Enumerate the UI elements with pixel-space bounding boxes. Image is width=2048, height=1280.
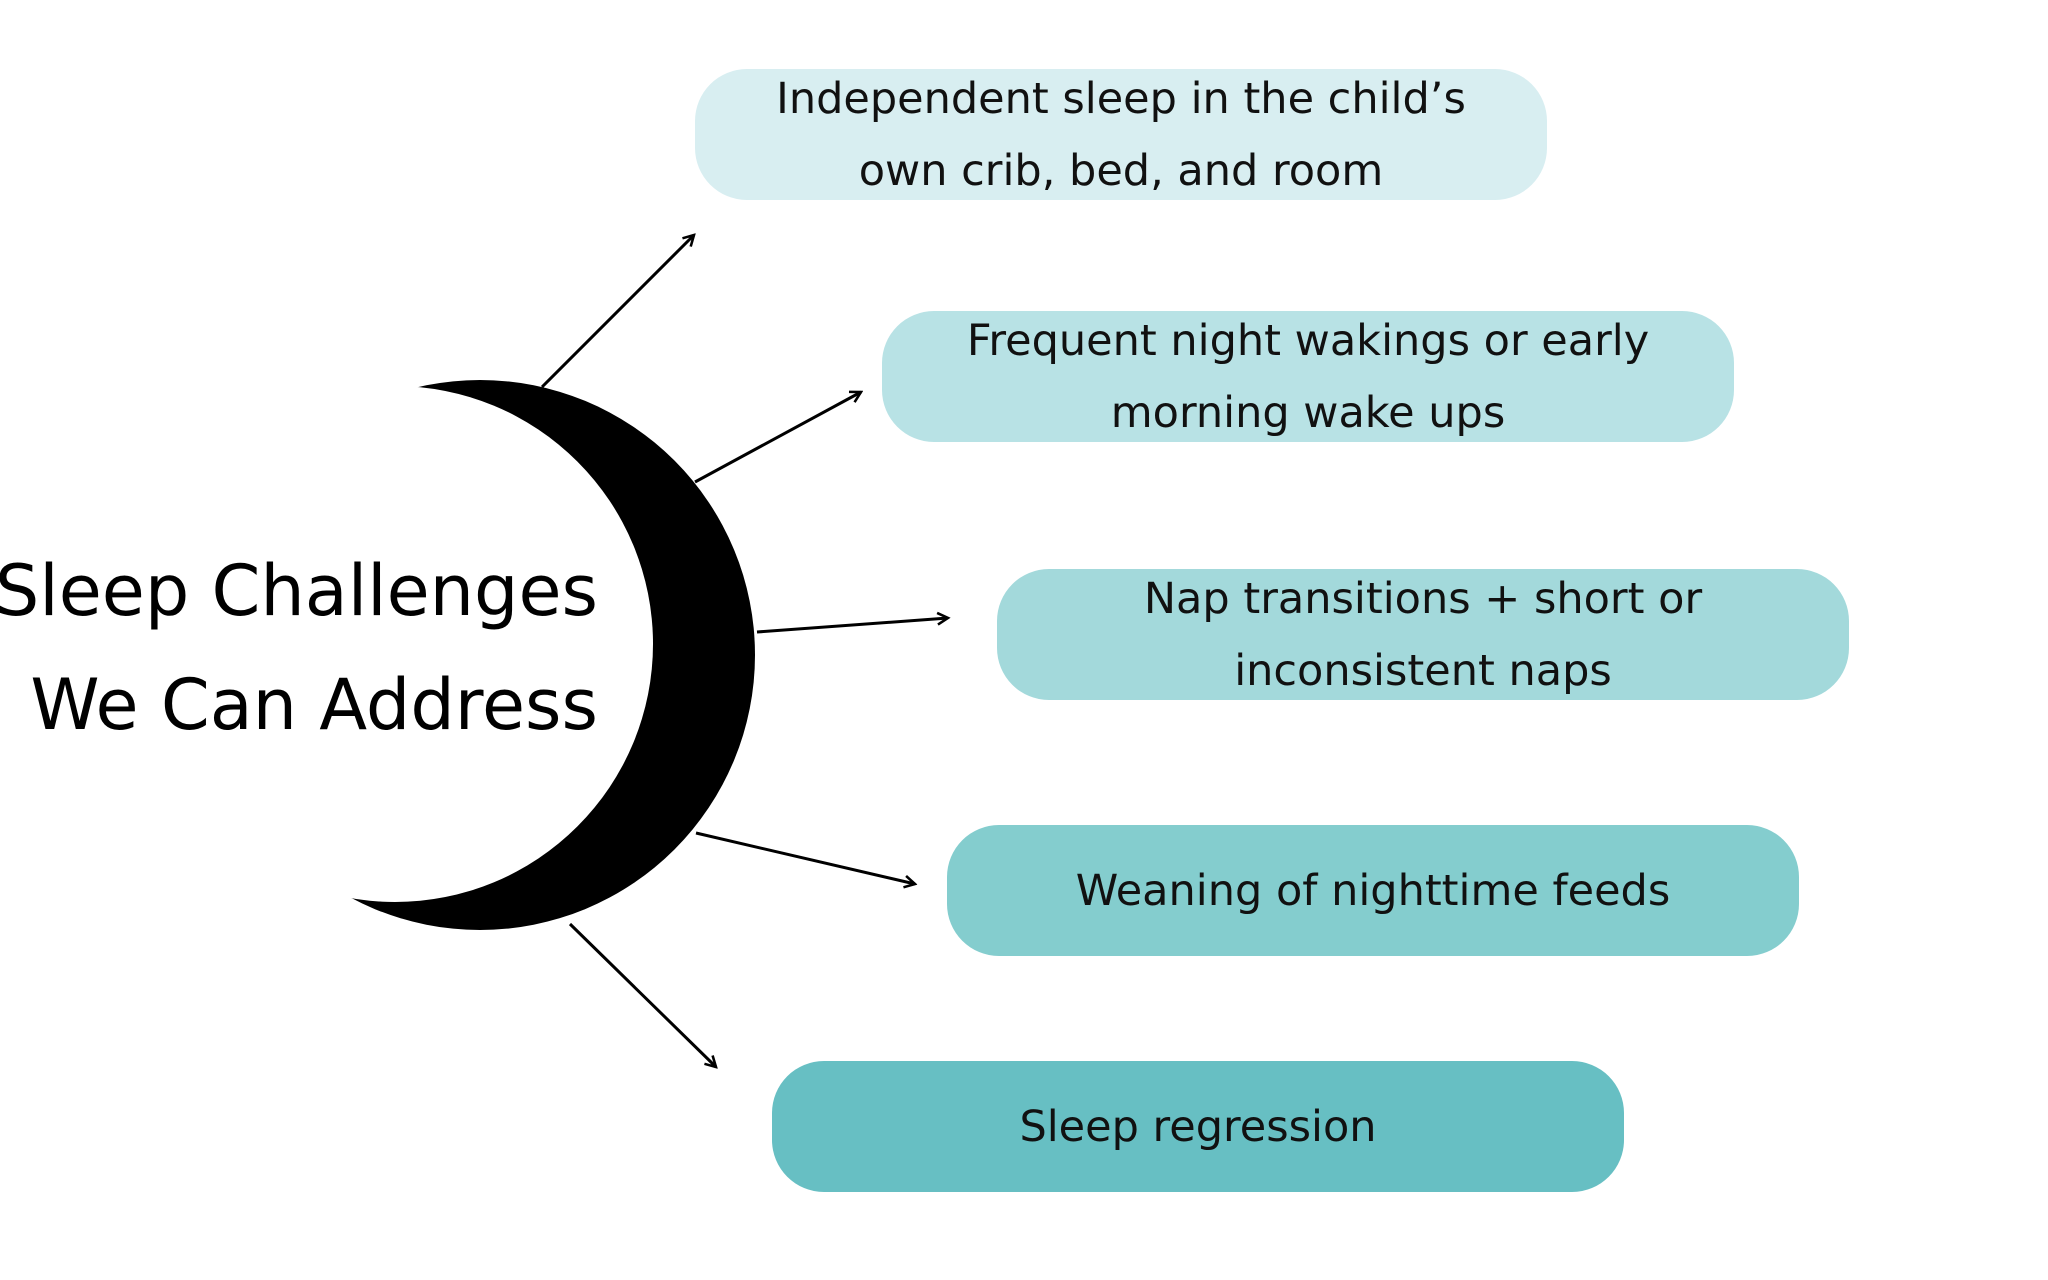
challenge-text-line: Weaning of nighttime feeds (1075, 865, 1671, 916)
challenge-text-line: Frequent night wakings or early (966, 315, 1650, 366)
arrow-3 (756, 618, 948, 634)
challenge-text-line: inconsistent naps (1234, 645, 1612, 696)
challenge-box-nap-transitions: Nap transitions + short or inconsistent … (997, 569, 1849, 700)
arrow-4 (695, 831, 915, 884)
challenge-box-independent-sleep: Independent sleep in the child’s own cri… (695, 69, 1547, 200)
arrow-1 (540, 235, 694, 389)
diagram-title-line-1: Sleep Challenges (0, 550, 598, 632)
challenge-box-night-feeds: Weaning of nighttime feeds (947, 825, 1799, 956)
diagram-title-line-2: We Can Address (30, 664, 598, 746)
arrow-5 (568, 922, 716, 1067)
challenge-box-sleep-regression: Sleep regression (772, 1061, 1624, 1192)
challenge-text-line: Independent sleep in the child’s (776, 73, 1466, 124)
challenge-text-line: morning wake ups (1110, 387, 1506, 438)
arrow-2 (694, 392, 861, 484)
crescent-moon-icon (137, 380, 755, 930)
challenge-text-line: Nap transitions + short or (1143, 573, 1703, 624)
challenge-text-line: own crib, bed, and room (858, 145, 1384, 196)
challenge-text-line: Sleep regression (1019, 1101, 1377, 1152)
challenge-box-night-wakings: Frequent night wakings or early morning … (882, 311, 1734, 442)
